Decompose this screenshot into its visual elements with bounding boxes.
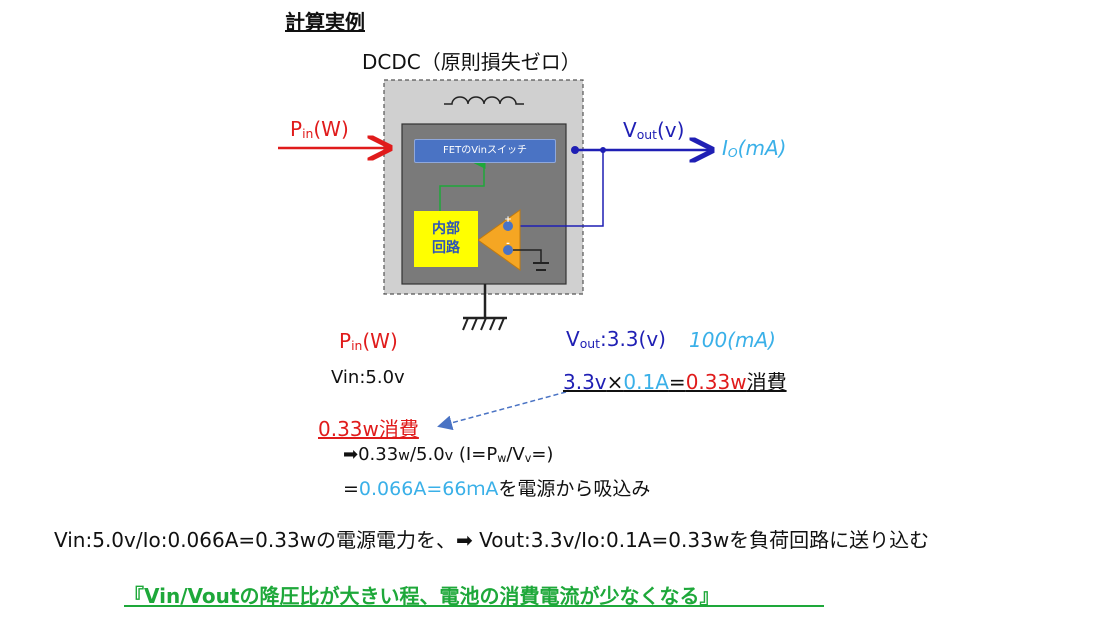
fet-switch-box: FETのVinスイッチ [414,139,556,163]
io-label-mid: 100(mA) [689,328,776,352]
internal-circuit-box: 内部 回路 [414,211,478,267]
ground-hatch [480,317,487,331]
conclusion-underline [124,605,824,607]
power-calculation: 3.3v×0.1A=0.33w消費 [563,370,787,394]
ground-hatch [471,317,478,331]
pin-label-mid: Pin(W) [339,329,398,354]
consumption-label: 0.33w消費 [318,417,419,441]
vout-node [571,146,579,154]
internal-line1: 内部 [432,221,460,237]
feedback-wire [514,150,604,227]
dcdc-label: DCDC（原則損失ゼロ） [362,50,581,74]
pin-label-top: Pin(W) [290,117,349,142]
page-title: 計算実例 [285,10,365,34]
ground-hatch [498,317,505,331]
minus-pin [503,245,513,255]
ground-hatch [462,317,469,331]
current-equation: ➡0.33w/5.0v (I=Pw/Vv=) [343,444,554,465]
inner-ground-wire [513,249,542,262]
vout-label-mid: Vout:3.3(v) [566,327,666,352]
ground-hatch [489,317,496,331]
current-result: =0.066A=66ｍAを電源から吸込み [343,478,651,500]
vout-label-top: Vout(v) [623,118,685,143]
inductor-symbol [444,96,524,105]
control-wire [439,157,486,211]
conclusion-note: 『Vin/Voutの降圧比が大きい程、電池の消費電流が少なくなる』 [124,584,720,608]
io-label-top: IO(mA) [722,136,787,161]
minus-sign: - [506,239,510,249]
internal-line2: 回路 [432,240,460,256]
plus-pin [503,221,513,231]
dashed-arrow [437,391,567,431]
vin-label: Vin:5.0v [331,367,405,388]
summary-text: Vin:5.0v/Io:0.066A=0.33wの電源電力を、➡ Vout:3.… [54,528,930,552]
plus-sign: + [504,215,512,225]
